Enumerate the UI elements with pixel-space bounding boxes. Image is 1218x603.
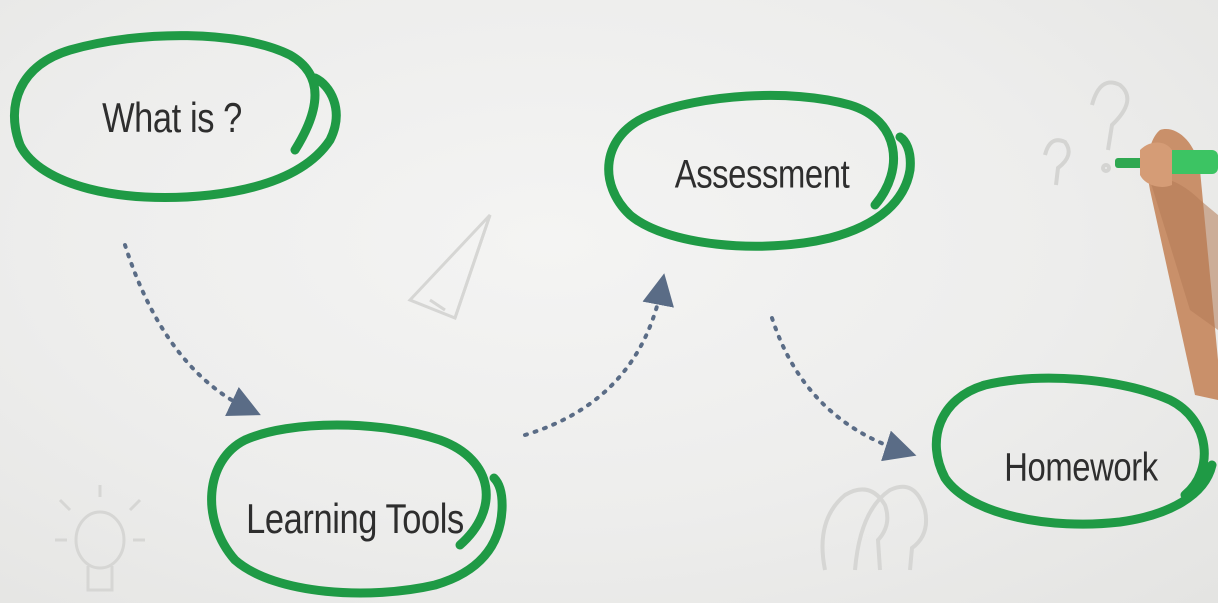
green-circles [9,31,1217,598]
head-silhouettes-icon [820,484,929,571]
dotted-arrows [123,243,917,462]
arrow-what-to-tools [123,243,261,416]
arrow-tools-to-assessment [523,273,674,437]
node-homework: Homework [1004,445,1158,490]
node-learning-tools: Learning Tools [246,495,464,542]
question-mark-sketch-icon [1043,80,1130,186]
node-assessment: Assessment [674,152,850,197]
circle-assessment [604,90,915,251]
circle-learning-tools [207,420,507,598]
circle-homework [931,373,1217,529]
arrow-assessment-to-homework [770,316,917,462]
node-what-is: What is ? [102,94,242,141]
circle-what-is [9,31,341,202]
lightbulb-sketch-icon [55,485,145,592]
pencil-sketch-icon [407,213,492,320]
hand-holding-marker-icon [1115,129,1218,401]
